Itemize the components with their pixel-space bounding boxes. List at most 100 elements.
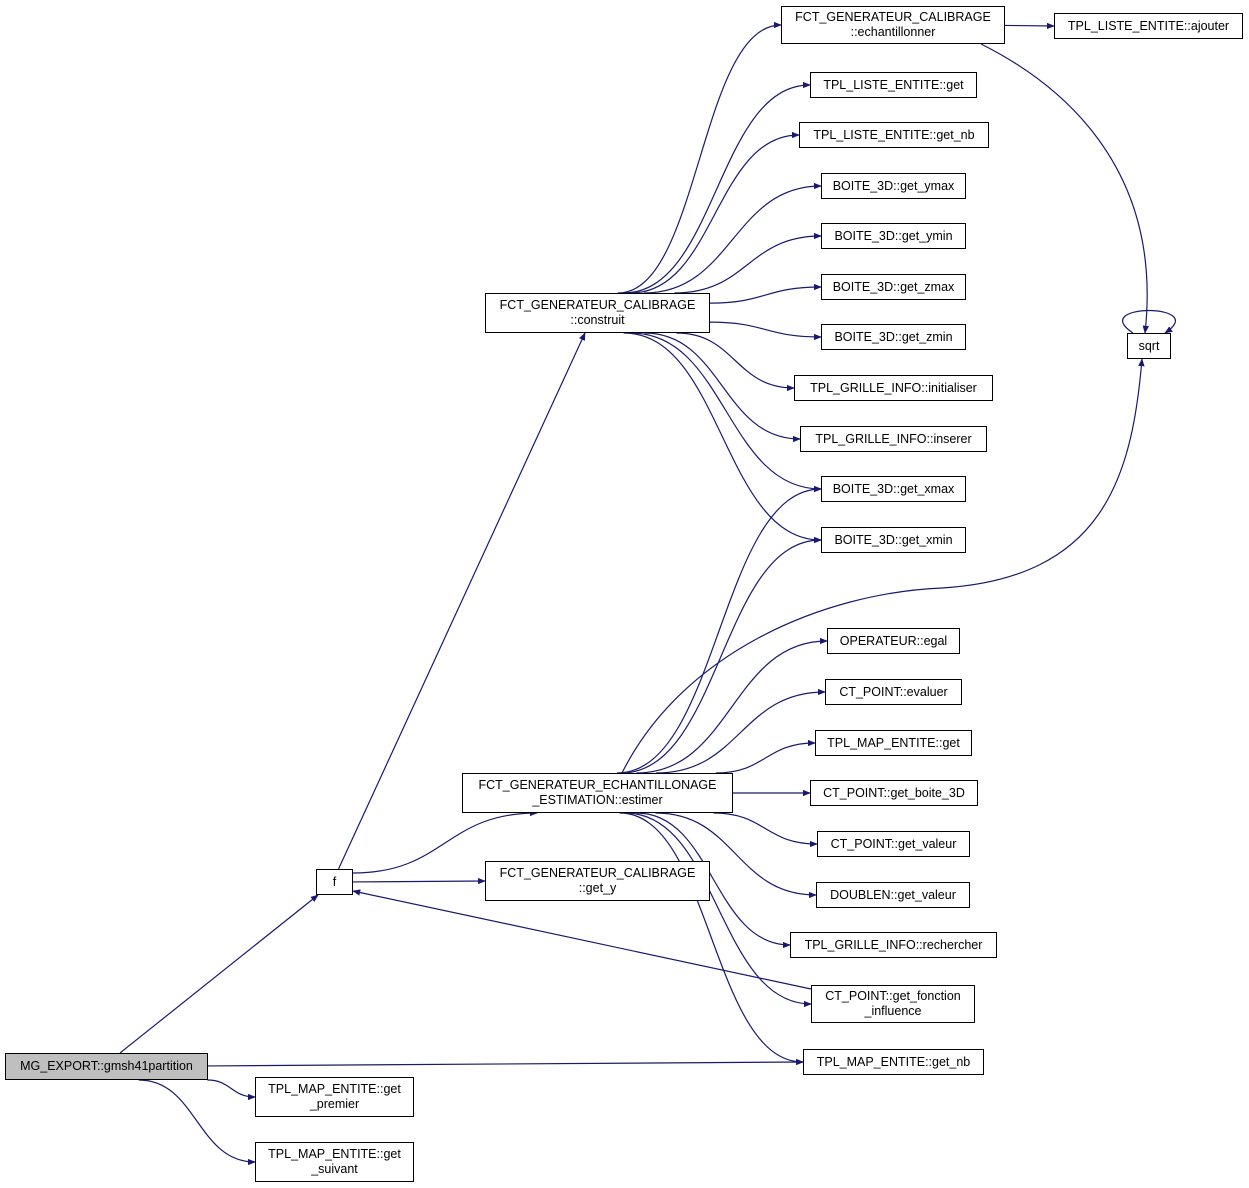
node-echant[interactable]: FCT_GENERATEUR_CALIBRAGE::echantillonner — [781, 6, 1005, 44]
edge-estimer-to-fonction — [625, 812, 812, 1008]
node-xmin[interactable]: BOITE_3D::get_xmin — [821, 527, 966, 553]
edge-root-to-f — [119, 894, 319, 1054]
node-fonction[interactable]: CT_POINT::get_fonction_influence — [811, 985, 975, 1023]
node-label: TPL_MAP_ENTITE::get_nb — [816, 1054, 971, 1069]
edge-f-to-get_y — [352, 877, 486, 885]
edge-f-to-estimer — [352, 809, 538, 874]
edge-estimer-to-ctvaleur — [713, 812, 818, 848]
node-f[interactable]: f — [316, 869, 353, 895]
node-root: MG_EXPORT::gmsh41partition — [5, 1053, 208, 1080]
edge-construit-to-zmax — [709, 283, 822, 304]
node-label: BOITE_3D::get_zmax — [832, 279, 955, 294]
node-get_y[interactable]: FCT_GENERATEUR_CALIBRAGE::get_y — [485, 861, 710, 901]
node-zmin[interactable]: BOITE_3D::get_zmin — [821, 324, 966, 350]
node-label: TPL_LISTE_ENTITE::get_nb — [813, 127, 975, 142]
node-egal[interactable]: OPERATEUR::egal — [827, 628, 960, 654]
edge-f-to-construit — [337, 332, 586, 870]
node-label: _influence — [864, 1004, 922, 1018]
node-boite3d[interactable]: CT_POINT::get_boite_3D — [810, 780, 978, 806]
node-construit[interactable]: FCT_GENERATEUR_CALIBRAGE::construit — [485, 293, 710, 333]
node-label: BOITE_3D::get_ymin — [834, 228, 953, 243]
node-label: OPERATEUR::egal — [839, 633, 948, 648]
edge-estimer-to-sqrt — [621, 358, 1145, 774]
node-label: FCT_GENERATEUR_ECHANTILLONAGE — [478, 778, 717, 792]
edge-echant-to-ajouter — [1004, 22, 1055, 30]
node-label: BOITE_3D::get_xmin — [834, 532, 953, 547]
edge-fonction-to-f — [352, 889, 812, 990]
node-label: ::echantillonner — [850, 25, 936, 39]
node-rech[interactable]: TPL_GRILLE_INFO::rechercher — [790, 932, 997, 958]
edge-estimer-to-egal — [636, 637, 828, 774]
edge-construit-to-xmax — [631, 332, 822, 493]
node-label: _suivant — [311, 1162, 358, 1176]
edge-construit-to-ymin — [674, 232, 822, 294]
edge-root-to-suivant — [138, 1079, 256, 1166]
edge-construit-to-zmin — [709, 321, 822, 341]
edge-construit-to-init — [676, 332, 795, 392]
edge-estimer-to-xmax — [616, 485, 822, 774]
node-label: BOITE_3D::get_zmin — [834, 329, 953, 344]
node-label: TPL_GRILLE_INFO::inserer — [815, 431, 972, 446]
node-lgetnb[interactable]: TPL_LISTE_ENTITE::get_nb — [799, 122, 989, 148]
node-label: _premier — [309, 1097, 360, 1111]
node-evaluer[interactable]: CT_POINT::evaluer — [825, 679, 962, 705]
edge-construit-to-inserer — [644, 332, 801, 443]
node-ctvaleur[interactable]: CT_POINT::get_valeur — [817, 831, 970, 857]
node-label: FCT_GENERATEUR_CALIBRAGE — [795, 10, 991, 24]
node-mapgetnb[interactable]: TPL_MAP_ENTITE::get_nb — [803, 1049, 984, 1075]
node-label: DOUBLEN::get_valeur — [830, 887, 956, 902]
node-label: BOITE_3D::get_ymax — [832, 178, 955, 193]
node-label: CT_POINT::get_boite_3D — [823, 785, 965, 800]
edge-estimer-to-rech — [636, 812, 791, 949]
node-label: sqrt — [1138, 338, 1160, 353]
node-label: f — [332, 874, 337, 889]
edge-estimer-to-dbvaleur — [655, 812, 817, 899]
node-label: CT_POINT::evaluer — [839, 684, 948, 699]
node-label: TPL_GRILLE_INFO::initialiser — [810, 380, 977, 395]
node-label: TPL_LISTE_ENTITE::ajouter — [1067, 18, 1230, 33]
node-ymax[interactable]: BOITE_3D::get_ymax — [821, 173, 966, 199]
node-lget[interactable]: TPL_LISTE_ENTITE::get — [810, 72, 977, 98]
node-inserer[interactable]: TPL_GRILLE_INFO::inserer — [800, 426, 987, 452]
edge-root-to-premier — [207, 1079, 256, 1101]
node-ajouter[interactable]: TPL_LISTE_ENTITE::ajouter — [1054, 13, 1243, 39]
node-ymin[interactable]: BOITE_3D::get_ymin — [821, 223, 966, 249]
node-label: ::get_y — [578, 881, 617, 895]
node-mapget[interactable]: TPL_MAP_ENTITE::get — [815, 730, 972, 756]
edge-construit-to-xmin — [623, 332, 822, 544]
node-label: TPL_LISTE_ENTITE::get — [823, 77, 964, 92]
edge-estimer-to-evaluer — [656, 688, 826, 774]
node-label: TPL_GRILLE_INFO::rechercher — [804, 937, 983, 952]
node-label: CT_POINT::get_fonction — [825, 989, 961, 1003]
node-label: _ESTIMATION::estimer — [532, 793, 663, 807]
node-label: TPL_MAP_ENTITE::get — [268, 1147, 401, 1161]
node-label: CT_POINT::get_valeur — [830, 836, 957, 851]
edge-construit-to-echant — [618, 21, 782, 294]
edge-sqrt-to-sqrt — [1122, 309, 1176, 334]
node-suivant[interactable]: TPL_MAP_ENTITE::get_suivant — [255, 1142, 414, 1182]
node-label: TPL_MAP_ENTITE::get — [268, 1082, 401, 1096]
edge-construit-to-lgetnb — [630, 131, 800, 294]
node-init[interactable]: TPL_GRILLE_INFO::initialiser — [794, 375, 993, 401]
node-label: FCT_GENERATEUR_CALIBRAGE — [499, 866, 696, 880]
node-label: ::construit — [570, 313, 625, 327]
edge-estimer-to-mapget — [715, 739, 816, 774]
edge-echant-to-sqrt — [980, 43, 1149, 334]
edge-estimer-to-mapgetnb — [619, 812, 804, 1066]
node-label: TPL_MAP_ENTITE::get — [827, 735, 960, 750]
edge-estimer-to-xmin — [620, 536, 822, 774]
node-sqrt[interactable]: sqrt — [1127, 333, 1171, 359]
edge-construit-to-lget — [623, 81, 811, 294]
node-zmax[interactable]: BOITE_3D::get_zmax — [821, 274, 966, 300]
node-label: MG_EXPORT::gmsh41partition — [20, 1059, 193, 1073]
node-premier[interactable]: TPL_MAP_ENTITE::get_premier — [255, 1077, 414, 1117]
node-dbvaleur[interactable]: DOUBLEN::get_valeur — [816, 882, 970, 908]
node-label: FCT_GENERATEUR_CALIBRAGE — [499, 298, 696, 312]
node-estimer[interactable]: FCT_GENERATEUR_ECHANTILLONAGE_ESTIMATION… — [462, 773, 733, 813]
edge-construit-to-ymax — [644, 182, 822, 294]
edge-root-to-mapgetnb — [207, 1058, 804, 1067]
node-label: BOITE_3D::get_xmax — [832, 481, 955, 496]
node-xmax[interactable]: BOITE_3D::get_xmax — [821, 476, 966, 502]
